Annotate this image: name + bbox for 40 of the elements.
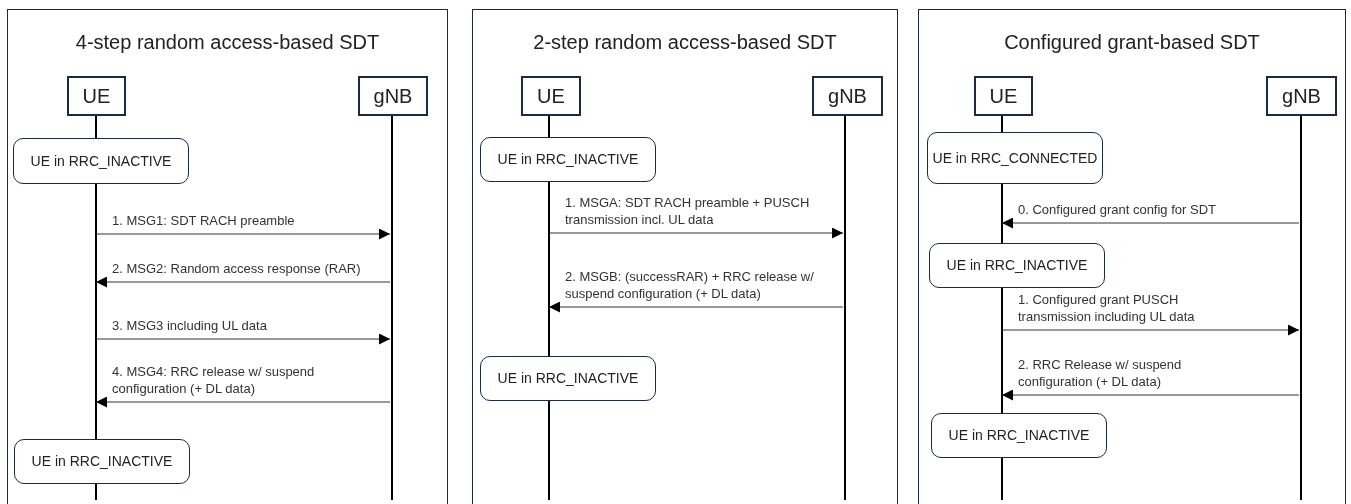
panel (918, 9, 1346, 504)
message-arrow (95, 396, 391, 408)
panel-title: Configured grant-based SDT (1003, 30, 1261, 54)
edge-label: 4. MSG4: RRC release w/ suspend configuration (+ DL data) (112, 363, 316, 397)
edge-label: 2. MSGB: (successRAR) + RRC release w/ suspend configuration (+ DL data) (565, 268, 815, 302)
panel (472, 9, 898, 504)
panel (7, 9, 448, 504)
participant-box: UE (67, 76, 126, 116)
participant-box: gNB (358, 76, 428, 116)
panel-title: 2-step random access-based SDT (532, 30, 838, 54)
lifeline (1300, 116, 1302, 500)
lifeline (844, 116, 846, 500)
state-box: UE in RRC_INACTIVE (931, 413, 1107, 458)
message-arrow (1001, 217, 1300, 229)
message-arrow (548, 301, 844, 313)
message-arrow (1001, 324, 1300, 336)
participant-box: gNB (1266, 76, 1337, 116)
lifeline (391, 116, 393, 500)
state-box: UE in RRC_INACTIVE (480, 356, 656, 401)
edge-label: 1. MSGA: SDT RACH preamble + PUSCH transmission incl. UL data (565, 194, 811, 228)
message-arrow (548, 227, 844, 239)
message-arrow (1001, 389, 1300, 401)
message-arrow (95, 228, 391, 240)
state-box: UE in RRC_CONNECTED (927, 132, 1103, 184)
participant-box: UE (521, 76, 581, 116)
edge-label: 2. RRC Release w/ suspend configuration (+ DL data) (1018, 356, 1183, 390)
message-arrow (95, 276, 391, 288)
message-arrow (95, 333, 391, 345)
state-box: UE in RRC_INACTIVE (929, 243, 1105, 288)
panel-title: 4-step random access-based SDT (74, 30, 381, 54)
state-box: UE in RRC_INACTIVE (14, 439, 190, 484)
participant-box: UE (974, 76, 1033, 116)
edge-label: 3. MSG3 including UL data (112, 317, 268, 334)
state-box: UE in RRC_INACTIVE (13, 138, 189, 184)
edge-label: 1. MSG1: SDT RACH preamble (112, 212, 296, 229)
edge-label: 0. Configured grant config for SDT (1018, 201, 1217, 218)
state-box: UE in RRC_INACTIVE (480, 137, 656, 182)
participant-box: gNB (812, 76, 883, 116)
edge-label: 2. MSG2: Random access response (RAR) (112, 260, 362, 277)
edge-label: 1. Configured grant PUSCH transmission including UL data (1018, 291, 1196, 325)
